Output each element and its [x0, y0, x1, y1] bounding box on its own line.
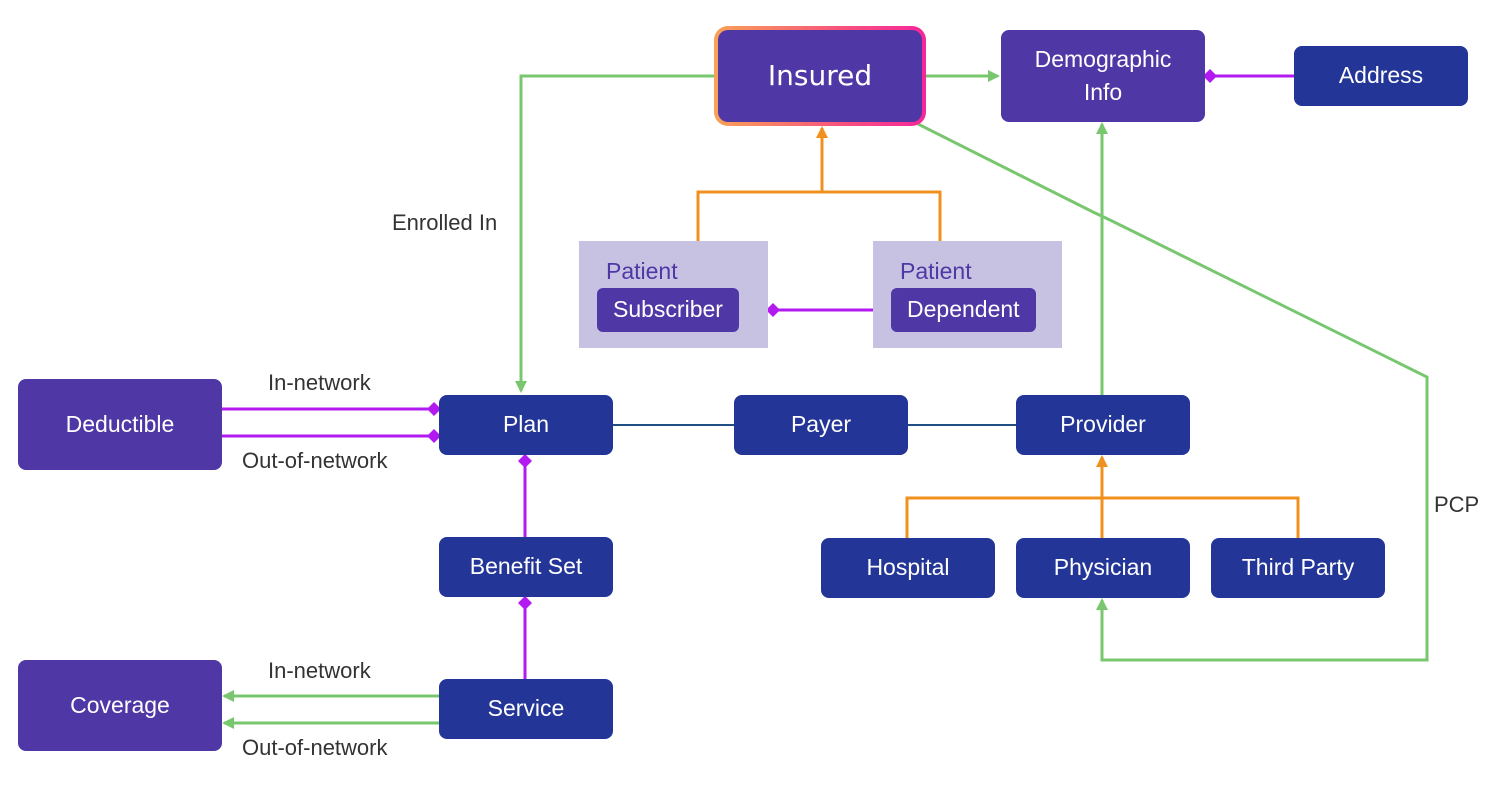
node-plan[interactable]: Plan — [439, 395, 613, 455]
label-deductible-in-network: In-network — [268, 370, 371, 395]
node-address[interactable]: Address — [1294, 46, 1468, 106]
edge-subscriber-inherits-insured — [696, 190, 942, 241]
node-deductible[interactable]: Deductible — [18, 379, 222, 470]
group-patient-subscriber[interactable]: Patient Subscriber — [579, 241, 768, 348]
node-dependent: Dependent — [891, 288, 1036, 332]
node-third-party[interactable]: Third Party — [1211, 538, 1385, 598]
edge-insured-pcp-physician — [917, 122, 1429, 662]
node-hospital[interactable]: Hospital — [821, 538, 995, 598]
group-patient-dependent[interactable]: Patient Dependent — [873, 241, 1062, 348]
label-deductible-out-of-network: Out-of-network — [242, 448, 388, 473]
node-payer[interactable]: Payer — [734, 395, 908, 455]
label-coverage-in-network: In-network — [268, 658, 371, 683]
node-subscriber: Subscriber — [597, 288, 739, 332]
label-enrolled-in: Enrolled In — [392, 210, 498, 235]
label-coverage-out-of-network: Out-of-network — [242, 735, 388, 760]
patient-kind-label: Patient — [900, 258, 972, 284]
node-physician[interactable]: Physician — [1016, 538, 1190, 598]
node-provider[interactable]: Provider — [1016, 395, 1190, 455]
node-coverage[interactable]: Coverage — [18, 660, 222, 751]
edge-insured-enrolled-in-plan — [515, 74, 716, 393]
node-demographic-info[interactable]: Demographic Info — [1001, 30, 1205, 122]
label-pcp: PCP — [1434, 492, 1480, 517]
node-insured-label: Insured — [718, 30, 922, 122]
node-benefit-set[interactable]: Benefit Set — [439, 537, 613, 597]
patient-kind-label: Patient — [606, 258, 678, 284]
node-service[interactable]: Service — [439, 679, 613, 739]
node-insured[interactable]: Insured — [714, 26, 926, 126]
